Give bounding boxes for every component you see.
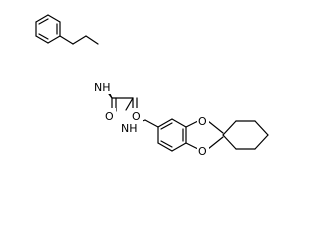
bond-bz-inner-1 (160, 122, 173, 130)
bond-c2-nh (125, 97, 134, 111)
bond-cy-6 (222, 134, 237, 150)
nh-bottom-bg (120, 120, 140, 135)
benzodioxole-ring (157, 118, 187, 152)
atom-labels: NH O O NH O O (93, 79, 209, 158)
molecule-canvas: NH O O NH O O (35, 14, 269, 158)
nh-top-bg (93, 79, 113, 94)
o-dioxole-bottom-bg (197, 143, 209, 158)
ethyl-linker (59, 35, 99, 45)
bond-ph-4 (47, 35, 61, 44)
bond-ph-5 (35, 35, 49, 44)
o-right-bg (131, 108, 143, 123)
bond-ph-2 (47, 14, 61, 23)
o-left-bg (104, 108, 116, 123)
bond-ch2-ch2 (72, 35, 87, 45)
atom-o-right: O (132, 110, 141, 123)
molecule-structure: NH O O NH O O (35, 14, 269, 158)
cyclohexane-ring (222, 120, 269, 150)
bond-o-spiro-top (207, 120, 224, 134)
o-dioxole-top-bg (197, 113, 209, 128)
bond-bz-inner-3 (160, 140, 173, 148)
bond-o-spiro-bottom (207, 136, 224, 150)
atom-o-left: O (105, 110, 114, 123)
bond-dioxole-bottom-o (185, 142, 199, 150)
bond-bz-4 (171, 142, 187, 152)
bond-dioxole-top-o (185, 120, 199, 128)
atom-nh-top: NH (94, 81, 111, 94)
phenyl-ring (35, 14, 61, 44)
dioxole-ring (185, 120, 224, 150)
bond-bz-1 (157, 118, 173, 128)
atom-o-dioxole-bottom: O (198, 145, 207, 158)
bond-ph-ch2 (59, 35, 74, 45)
bond-cy-1 (222, 120, 237, 136)
bond-aryl-in (144, 119, 159, 128)
bond-ph-inner-3 (38, 33, 49, 40)
atom-o-dioxole-top: O (198, 115, 207, 128)
bond-ph-1 (35, 14, 49, 23)
bond-cy-4 (254, 134, 269, 150)
bond-ch2-nh (85, 35, 99, 45)
bond-bz-2 (171, 118, 187, 128)
atom-nh-bottom: NH (121, 122, 138, 135)
bond-bz-5 (157, 142, 173, 152)
bond-cy-3 (254, 120, 269, 136)
bond-ph-inner-1 (38, 18, 49, 25)
